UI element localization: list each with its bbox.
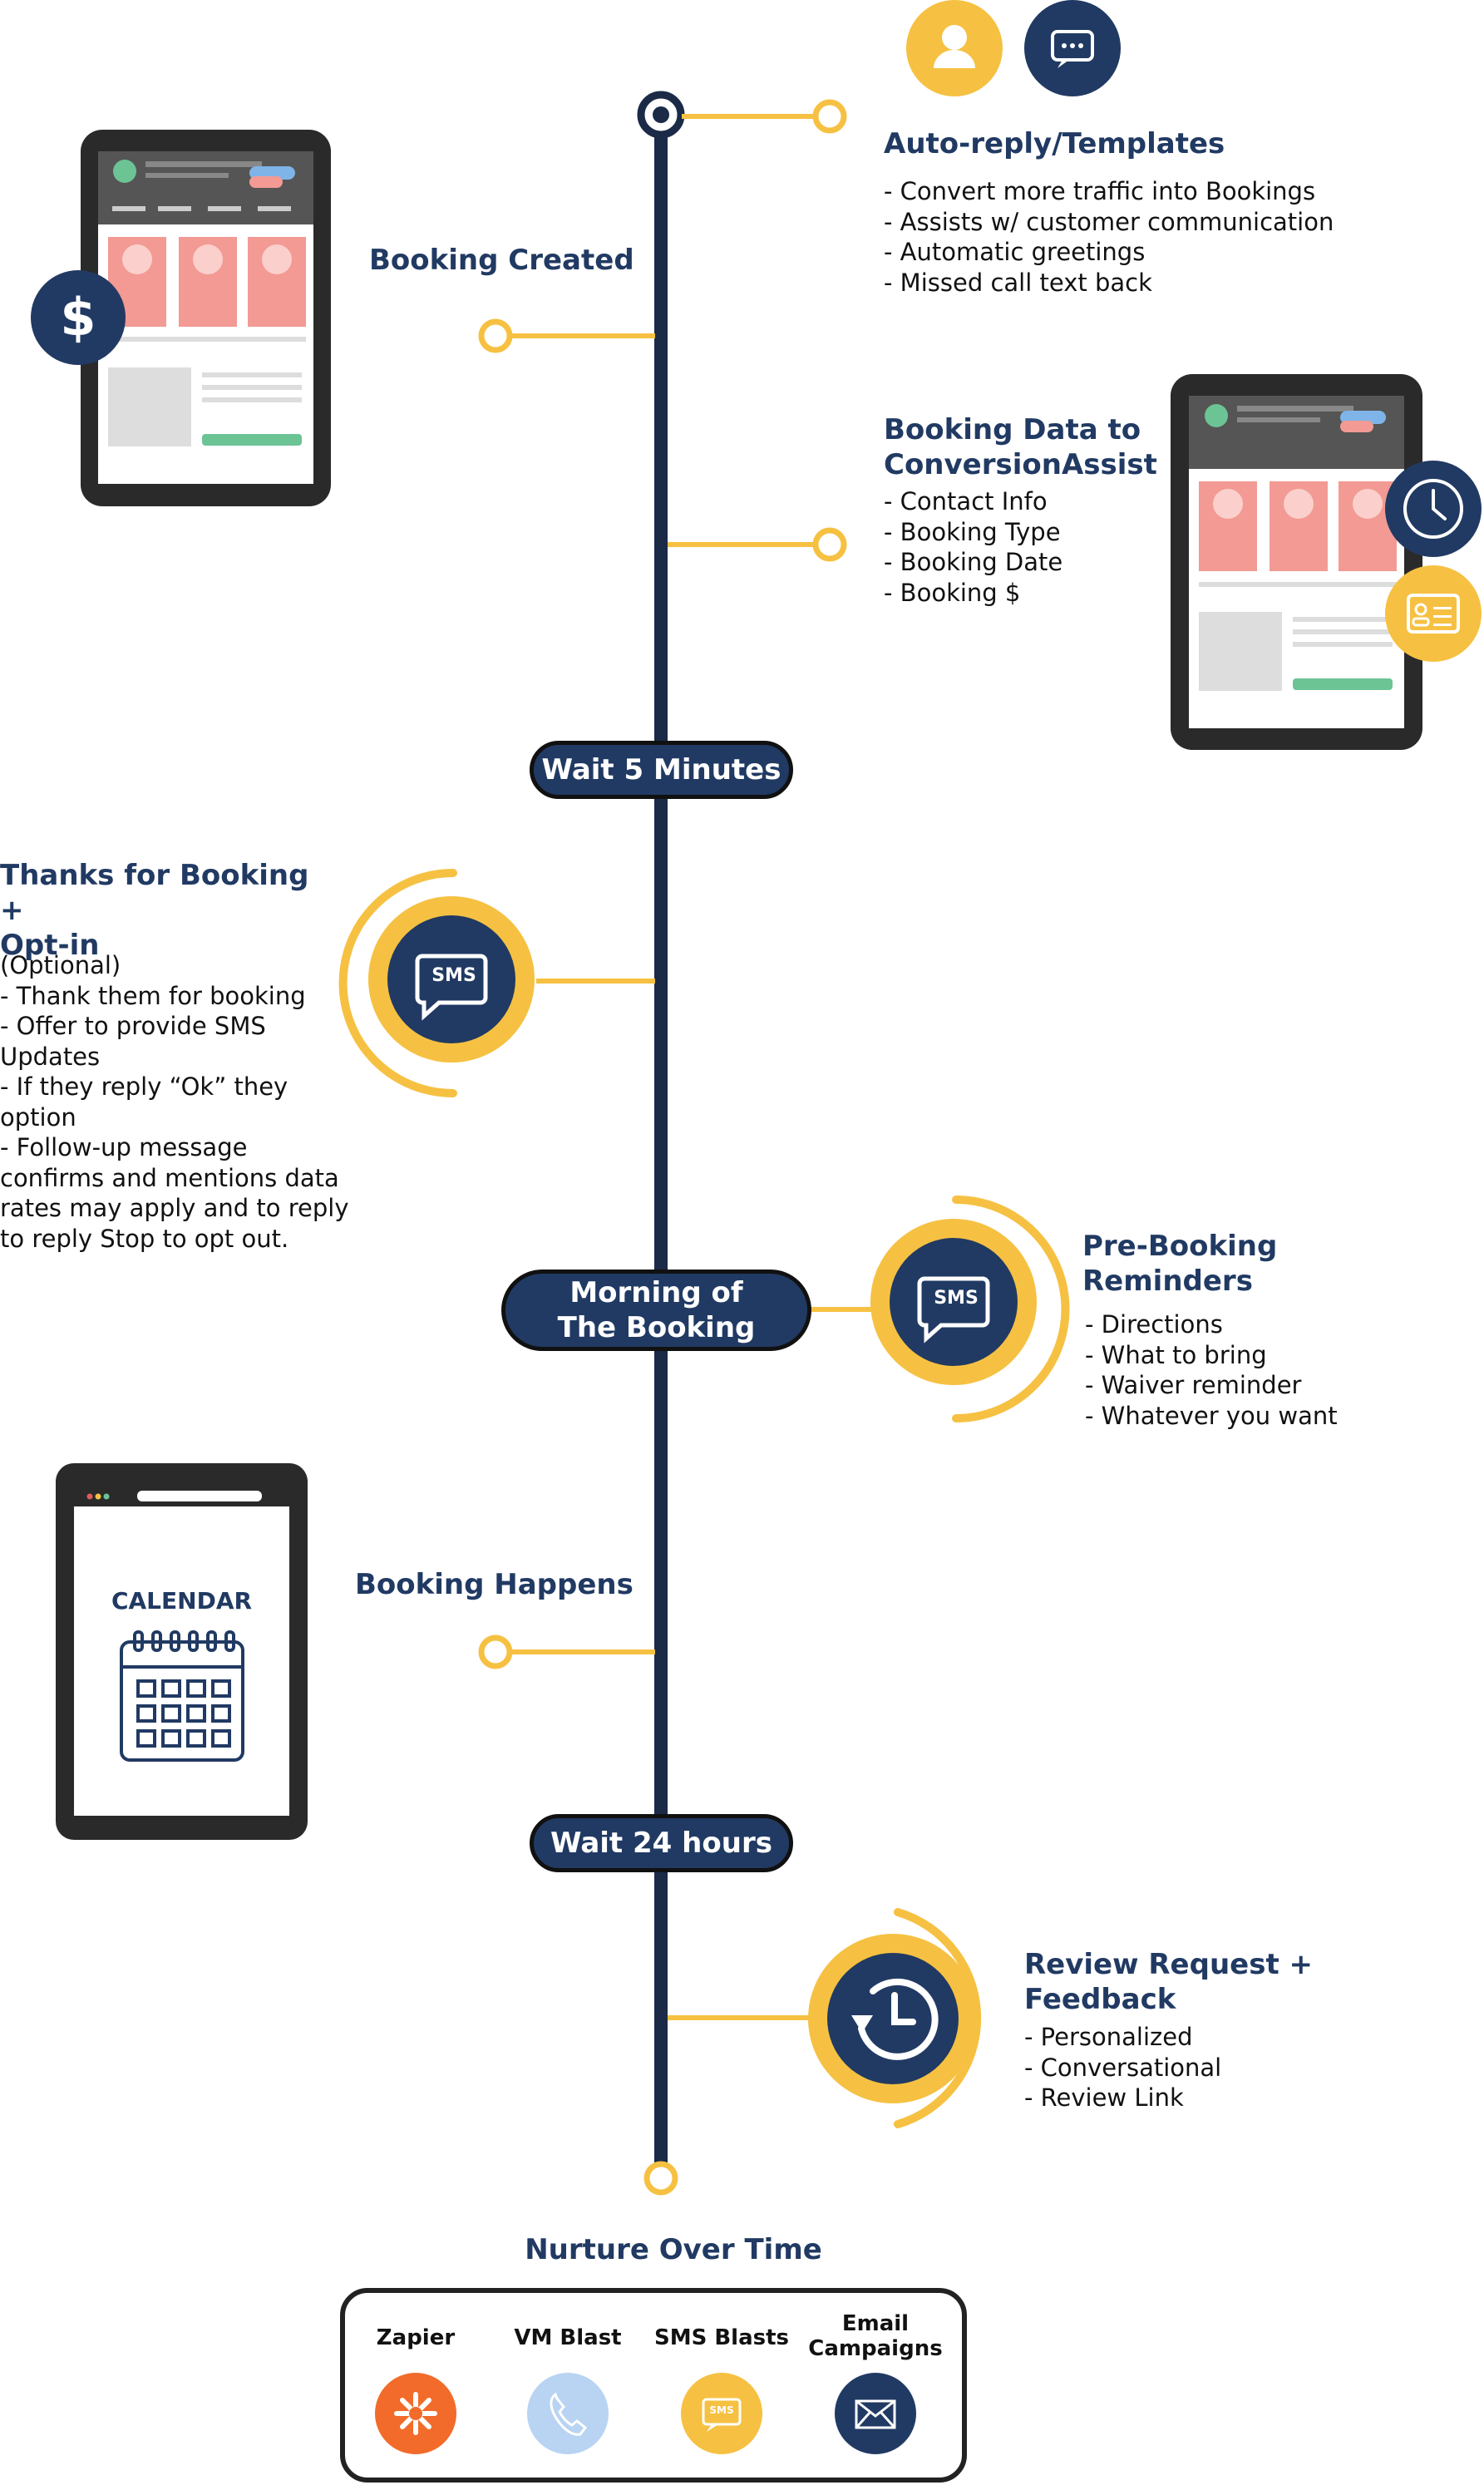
sms-label-thanks: SMS: [431, 965, 476, 986]
sms-icon-thanks: [338, 869, 535, 1097]
node-booking-happens: [478, 1634, 513, 1669]
morning-of-booking-pill: Morning of The Booking: [501, 1270, 811, 1351]
calendar-label: CALENDAR: [111, 1587, 253, 1615]
pre-booking-title: Pre-Booking Reminders: [1082, 1230, 1278, 1298]
node-booking-data: [812, 527, 847, 562]
node-booking-created: [478, 318, 513, 353]
review-title: Review Request + Feedback: [1024, 1948, 1314, 2016]
sms-blast-icon: [681, 2373, 762, 2454]
envelope-icon: [835, 2373, 916, 2454]
thanks-bullets: (Optional) - Thank them for booking - Of…: [0, 951, 349, 1253]
zapier-icon: [375, 2373, 456, 2454]
nurture-title: Nurture Over Time: [525, 2233, 822, 2266]
dollar-icon-glyph: $: [60, 287, 96, 348]
booking-happens-title: Booking Happens: [355, 1568, 634, 1601]
booking-data-bullets: - Contact Info - Booking Type - Booking …: [884, 487, 1063, 607]
review-bullets: - Personalized - Conversational - Review…: [1024, 2023, 1222, 2112]
channel-label-zapier: Zapier: [376, 2325, 456, 2350]
sms-label-pre-booking: SMS: [934, 1288, 979, 1309]
sms-blast-icon-text: SMS: [709, 2404, 734, 2416]
node-auto-reply: [812, 99, 847, 134]
history-icon: [808, 1908, 982, 2128]
channel-label-vm-blast: VM Blast: [514, 2325, 622, 2350]
channel-label-sms-blasts: SMS Blasts: [653, 2325, 790, 2350]
timeline-end-node: [643, 2161, 678, 2196]
auto-reply-title: Auto-reply/Templates: [884, 127, 1225, 160]
dollar-icon: [31, 270, 126, 365]
id-card-icon: [1385, 565, 1482, 662]
tablet-calendar-icon: [56, 1463, 308, 1840]
wait-5-minutes-pill: Wait 5 Minutes: [530, 741, 793, 799]
channel-label-email-campaigns: Email Campaigns: [808, 2311, 943, 2361]
tablet-booking-icon: [81, 130, 331, 506]
booking-data-title: Booking Data to ConversionAssist: [884, 413, 1157, 481]
phone-icon: [527, 2373, 609, 2454]
pre-booking-bullets: - Directions - What to bring - Waiver re…: [1085, 1310, 1338, 1430]
booking-created-title: Booking Created: [369, 244, 634, 277]
chat-icon: [1024, 0, 1121, 96]
user-icon: [906, 0, 1003, 96]
sms-icon-pre-booking: [870, 1196, 1070, 1422]
tablet-data-icon: [1171, 374, 1422, 750]
thanks-title: Thanks for Booking + Opt-in: [0, 859, 309, 962]
nurture-box: [340, 2288, 967, 2483]
calendar-icon: [120, 1630, 244, 1762]
auto-reply-bullets: - Convert more traffic into Bookings - A…: [884, 177, 1334, 297]
wait-24-hours-pill: Wait 24 hours: [530, 1814, 793, 1872]
clock-icon: [1385, 461, 1482, 557]
